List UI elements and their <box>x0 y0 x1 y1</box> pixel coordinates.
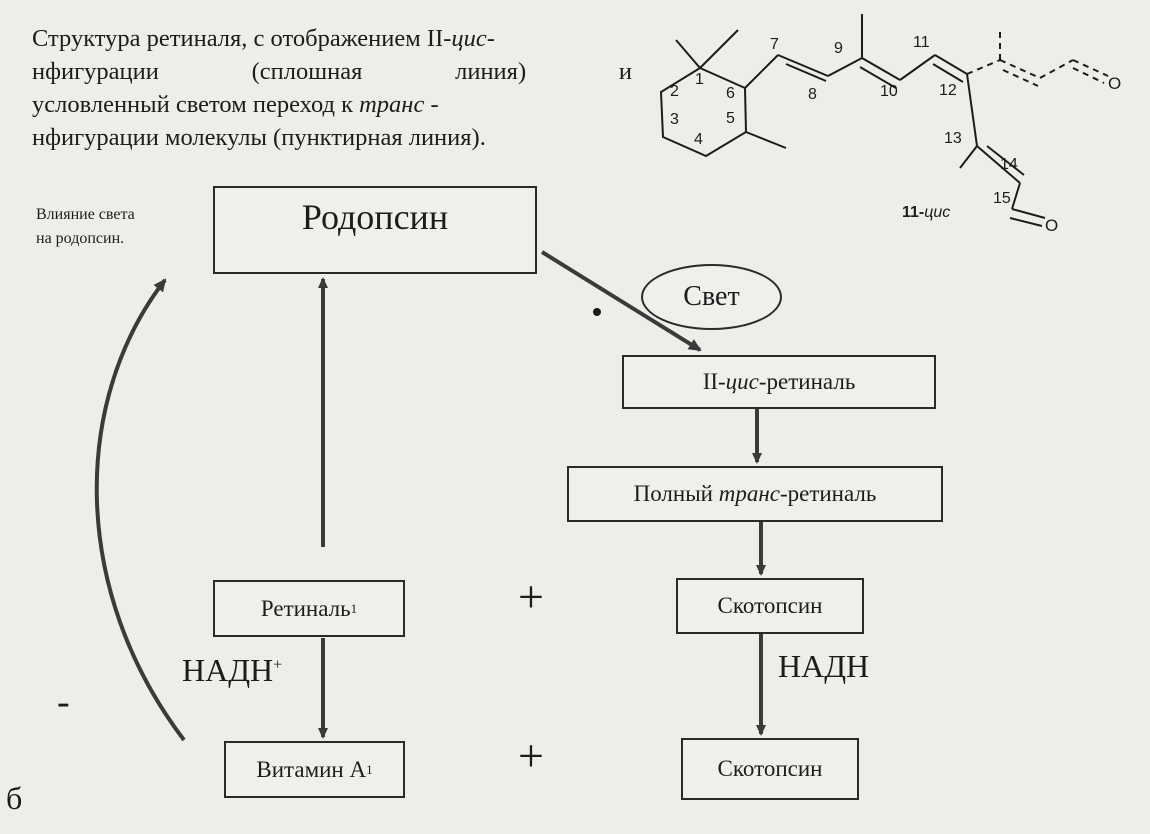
bond-11-12-double <box>932 63 964 83</box>
methyl-13 <box>959 145 978 169</box>
bond-10-11 <box>899 54 936 81</box>
bond-7-8 <box>777 54 829 77</box>
subcaption: Влияние света на родопсин. <box>36 203 196 251</box>
atom-number-6: 6 <box>726 85 735 102</box>
scotopsin-box-bottom: Скотопсин <box>681 738 859 800</box>
cis-isomer-tag: 11-цис <box>902 204 951 221</box>
arrow-rhodopsin-to-cis <box>540 250 702 352</box>
atom-number-10: 10 <box>880 83 898 100</box>
subcaption-line-1: Влияние света <box>36 206 135 223</box>
caption-line-2: нфигурации (сплошная линия) и <box>32 58 632 85</box>
atom-number-4: 4 <box>694 131 703 148</box>
bond-9-10 <box>861 57 901 81</box>
bond-15-o <box>1011 208 1046 219</box>
bond-14-15 <box>1011 182 1021 210</box>
atom-number-8: 8 <box>808 86 817 103</box>
caption: Структура ретиналя, с отображением II-ци… <box>32 22 632 154</box>
atom-number-2: 2 <box>670 83 679 100</box>
oxygen-trans: O <box>1108 74 1121 93</box>
bond-8-9 <box>827 57 863 77</box>
atom-number-15: 15 <box>993 190 1011 207</box>
nadh-label: НАДН <box>778 648 870 684</box>
retinal-structure <box>659 14 1109 227</box>
oxygen-cis: O <box>1045 216 1058 235</box>
subcaption-line-2: на родопсин. <box>36 230 125 247</box>
plus-sign-bottom: + <box>518 730 544 781</box>
bond-11-12 <box>934 54 968 75</box>
bond-15-o-double <box>1009 217 1043 227</box>
caption-line-4: нфигурации молекулы (пунктирная линия). <box>32 124 486 151</box>
light-oval: Свет <box>641 264 782 330</box>
scotopsin-box-top: Скотопсин <box>676 578 864 634</box>
bond-12-13-cis <box>966 73 978 147</box>
atom-number-11: 11 <box>913 34 930 51</box>
atom-number-3: 3 <box>670 111 679 128</box>
cis-retinal-box: II-цис-ретиналь <box>622 355 936 409</box>
page-mark: б <box>6 780 23 816</box>
atom-number-12: 12 <box>939 82 957 99</box>
bond-13-14-double <box>986 145 1025 176</box>
atom-number-9: 9 <box>834 40 843 57</box>
trans-dashed-chain <box>966 30 1109 87</box>
bond-13-14 <box>976 145 1021 184</box>
atom-number-5: 5 <box>726 110 735 127</box>
minus-sign: - <box>57 681 70 723</box>
methyl-5 <box>745 131 787 149</box>
atom-number-14: 14 <box>1000 156 1018 173</box>
nadh-plus-label: НАДН+ <box>182 652 283 688</box>
caption-line-1: Структура ретиналя, с отображением II-ци… <box>32 25 495 52</box>
plus-sign-top: + <box>518 571 544 622</box>
gem-methyl-2 <box>699 29 739 69</box>
caption-line-3: условленный светом переход к транс - <box>32 91 439 118</box>
atom-number-13: 13 <box>944 130 962 147</box>
rhodopsin-box: Родопсин <box>213 186 537 274</box>
bond-6-7 <box>744 54 779 89</box>
trans-retinal-box: Полный транс-ретиналь <box>567 466 943 522</box>
bond-9-10-double <box>859 66 897 89</box>
atom-number-7: 7 <box>770 36 779 53</box>
stray-dot <box>593 308 601 316</box>
bond-7-8-double <box>785 63 827 82</box>
gem-methyl-1 <box>675 39 701 69</box>
arrow-vitamin-curve-to-rhodopsin <box>94 278 186 742</box>
atom-number-1: 1 <box>695 71 704 88</box>
